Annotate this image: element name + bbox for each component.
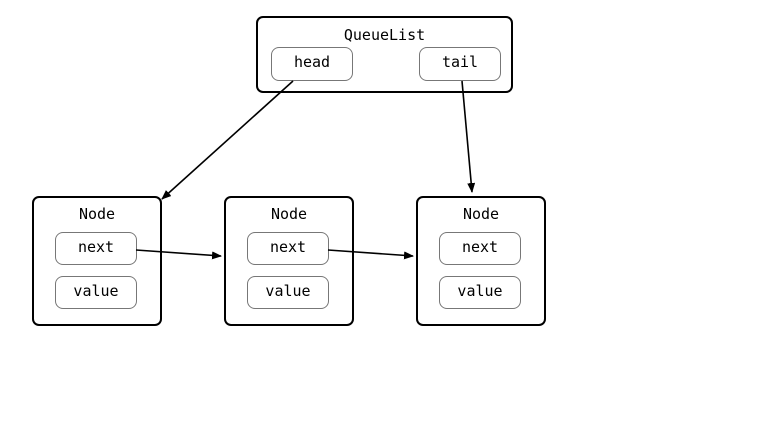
node-box-2: Node next value: [224, 196, 354, 326]
head-field: head: [271, 47, 353, 81]
head-to-node-1-arrow: [161, 80, 294, 200]
node-1-next-field: next: [55, 232, 137, 265]
node-title-1: Node: [78, 205, 116, 223]
node-box-1: Node next value: [32, 196, 162, 326]
tail-to-node-3-arrow: [461, 80, 476, 193]
node-3-value-field: value: [439, 276, 521, 309]
tail-field: tail: [419, 47, 501, 81]
node-title-2: Node: [270, 205, 308, 223]
node-1-value-field: value: [55, 276, 137, 309]
node-2-value-field: value: [247, 276, 329, 309]
queue-list-box: QueueList head tail: [256, 16, 513, 93]
node-3-next-field: next: [439, 232, 521, 265]
queue-list-title: QueueList: [343, 26, 426, 44]
node-title-3: Node: [462, 205, 500, 223]
node-2-next-field: next: [247, 232, 329, 265]
node-box-3: Node next value: [416, 196, 546, 326]
